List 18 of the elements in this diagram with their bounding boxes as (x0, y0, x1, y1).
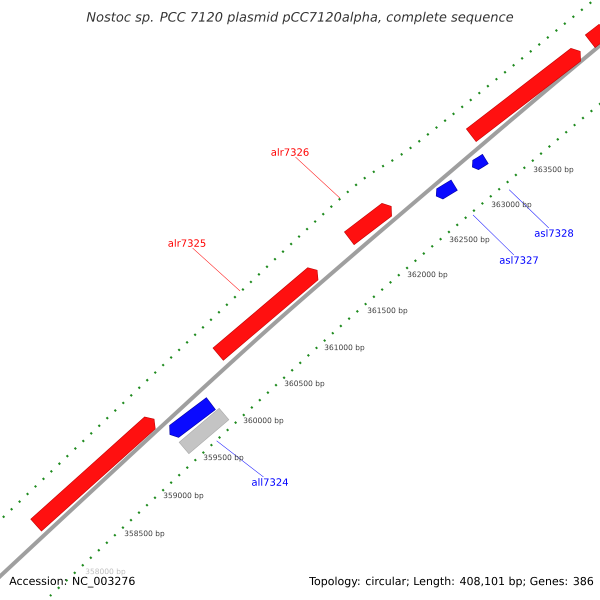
leader-line (192, 248, 240, 292)
footer-text: Topology: circular; Length: 408,101 bp; Genes: 386 (309, 576, 594, 588)
leader-line (216, 440, 264, 478)
gene-label: all7324 (252, 478, 288, 486)
gene-label: alr7326 (271, 148, 309, 156)
title: Nostoc sp. PCC 7120 plasmid pCC7120alpha, complete sequence (86, 12, 514, 24)
footer-text: Accession: NC_003276 (9, 576, 135, 588)
gene-feature-bar (472, 154, 489, 170)
gene-feature-bar (169, 397, 216, 438)
gene-feature-bar (30, 416, 156, 532)
leader-line (295, 156, 340, 198)
gene-feature-bar (436, 180, 458, 200)
gene-label: asl7327 (500, 256, 538, 264)
leader-line (508, 189, 550, 228)
gene-label: alr7325 (168, 239, 206, 247)
gene-feature-bar (212, 267, 318, 361)
gene-label: asl7328 (534, 229, 574, 237)
leader-line (472, 214, 514, 256)
